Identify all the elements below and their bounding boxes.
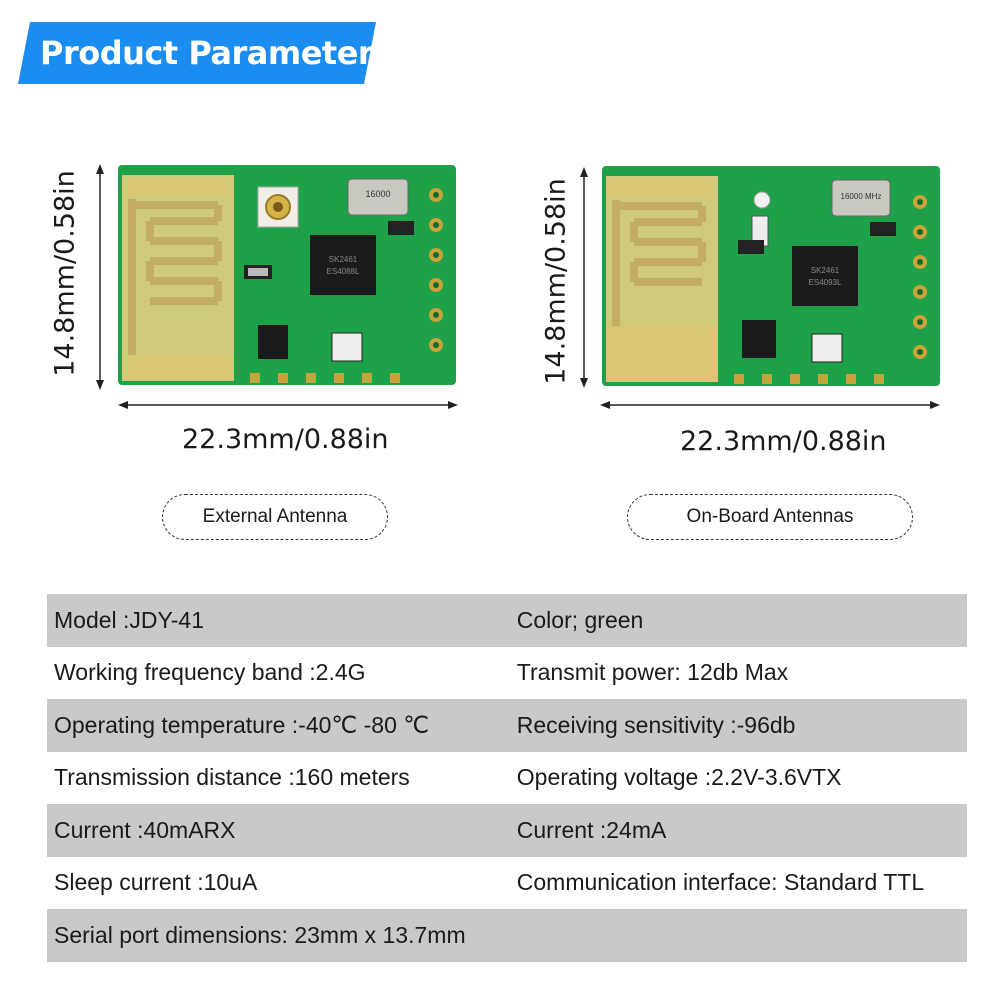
module-2-chip-line-1: SK2461 bbox=[811, 266, 840, 275]
spec-cell: Receiving sensitivity :-96db bbox=[508, 699, 967, 752]
module-2-crystal-text: 16000 MHz bbox=[841, 192, 882, 201]
spec-cell: Current :40mARX bbox=[47, 804, 509, 857]
table-row: Transmission distance :160 meters Operat… bbox=[47, 751, 967, 804]
spec-cell: Working frequency band :2.4G bbox=[47, 646, 509, 699]
module-1-width-arrow bbox=[118, 401, 458, 409]
module-2-pcb-image: 16000 MHz SK2461 ES4093L bbox=[602, 166, 940, 386]
product-parameters-banner: Product Parameters bbox=[18, 22, 392, 84]
spec-cell bbox=[508, 909, 967, 962]
table-row: Model :JDY-41 Color; green bbox=[47, 594, 967, 647]
module-1-height-label: 14.8mm/0.58in bbox=[49, 170, 81, 377]
spec-cell: Current :24mA bbox=[508, 804, 967, 857]
table-row: Current :40mARX Current :24mA bbox=[47, 804, 967, 857]
spec-cell: Color; green bbox=[508, 594, 967, 647]
module-2-width-label: 22.3mm/0.88in bbox=[680, 426, 887, 457]
spec-cell: Operating voltage :2.2V-3.6VTX bbox=[508, 751, 967, 804]
banner-title: Product Parameters bbox=[40, 34, 392, 72]
module-1-crystal-text: 16000 bbox=[365, 189, 390, 199]
table-row: Operating temperature :-40℃ -80 ℃ Receiv… bbox=[47, 699, 967, 752]
module-1-chip-line-2: ES4088L bbox=[327, 267, 360, 276]
spec-cell: Transmit power: 12db Max bbox=[508, 646, 967, 699]
spec-cell: Communication interface: Standard TTL bbox=[508, 856, 967, 909]
module-1-type-label: External Antenna bbox=[162, 494, 388, 540]
module-2-height-label: 14.8mm/0.58in bbox=[540, 178, 572, 385]
module-1-width-label: 22.3mm/0.88in bbox=[182, 424, 389, 455]
spec-table: Model :JDY-41 Color; green Working frequ… bbox=[47, 594, 967, 962]
module-2-height-arrow bbox=[580, 167, 588, 388]
table-row: Working frequency band :2.4G Transmit po… bbox=[47, 646, 967, 699]
spec-cell: Transmission distance :160 meters bbox=[47, 751, 509, 804]
spec-cell: Operating temperature :-40℃ -80 ℃ bbox=[47, 699, 509, 752]
table-row: Sleep current :10uA Communication interf… bbox=[47, 856, 967, 909]
module-2-chip-line-2: ES4093L bbox=[809, 278, 842, 287]
module-1-chip-line-1: SK2461 bbox=[329, 255, 358, 264]
spec-cell: Serial port dimensions: 23mm x 13.7mm bbox=[47, 909, 509, 962]
spec-cell: Model :JDY-41 bbox=[47, 594, 509, 647]
module-2-width-arrow bbox=[600, 401, 940, 409]
spec-cell: Sleep current :10uA bbox=[47, 856, 509, 909]
module-2-type-label: On-Board Antennas bbox=[627, 494, 913, 540]
module-1-height-arrow bbox=[96, 164, 104, 390]
module-1-pcb-image: 16000 SK2461 ES4088L bbox=[118, 165, 456, 385]
table-row: Serial port dimensions: 23mm x 13.7mm bbox=[47, 909, 967, 962]
